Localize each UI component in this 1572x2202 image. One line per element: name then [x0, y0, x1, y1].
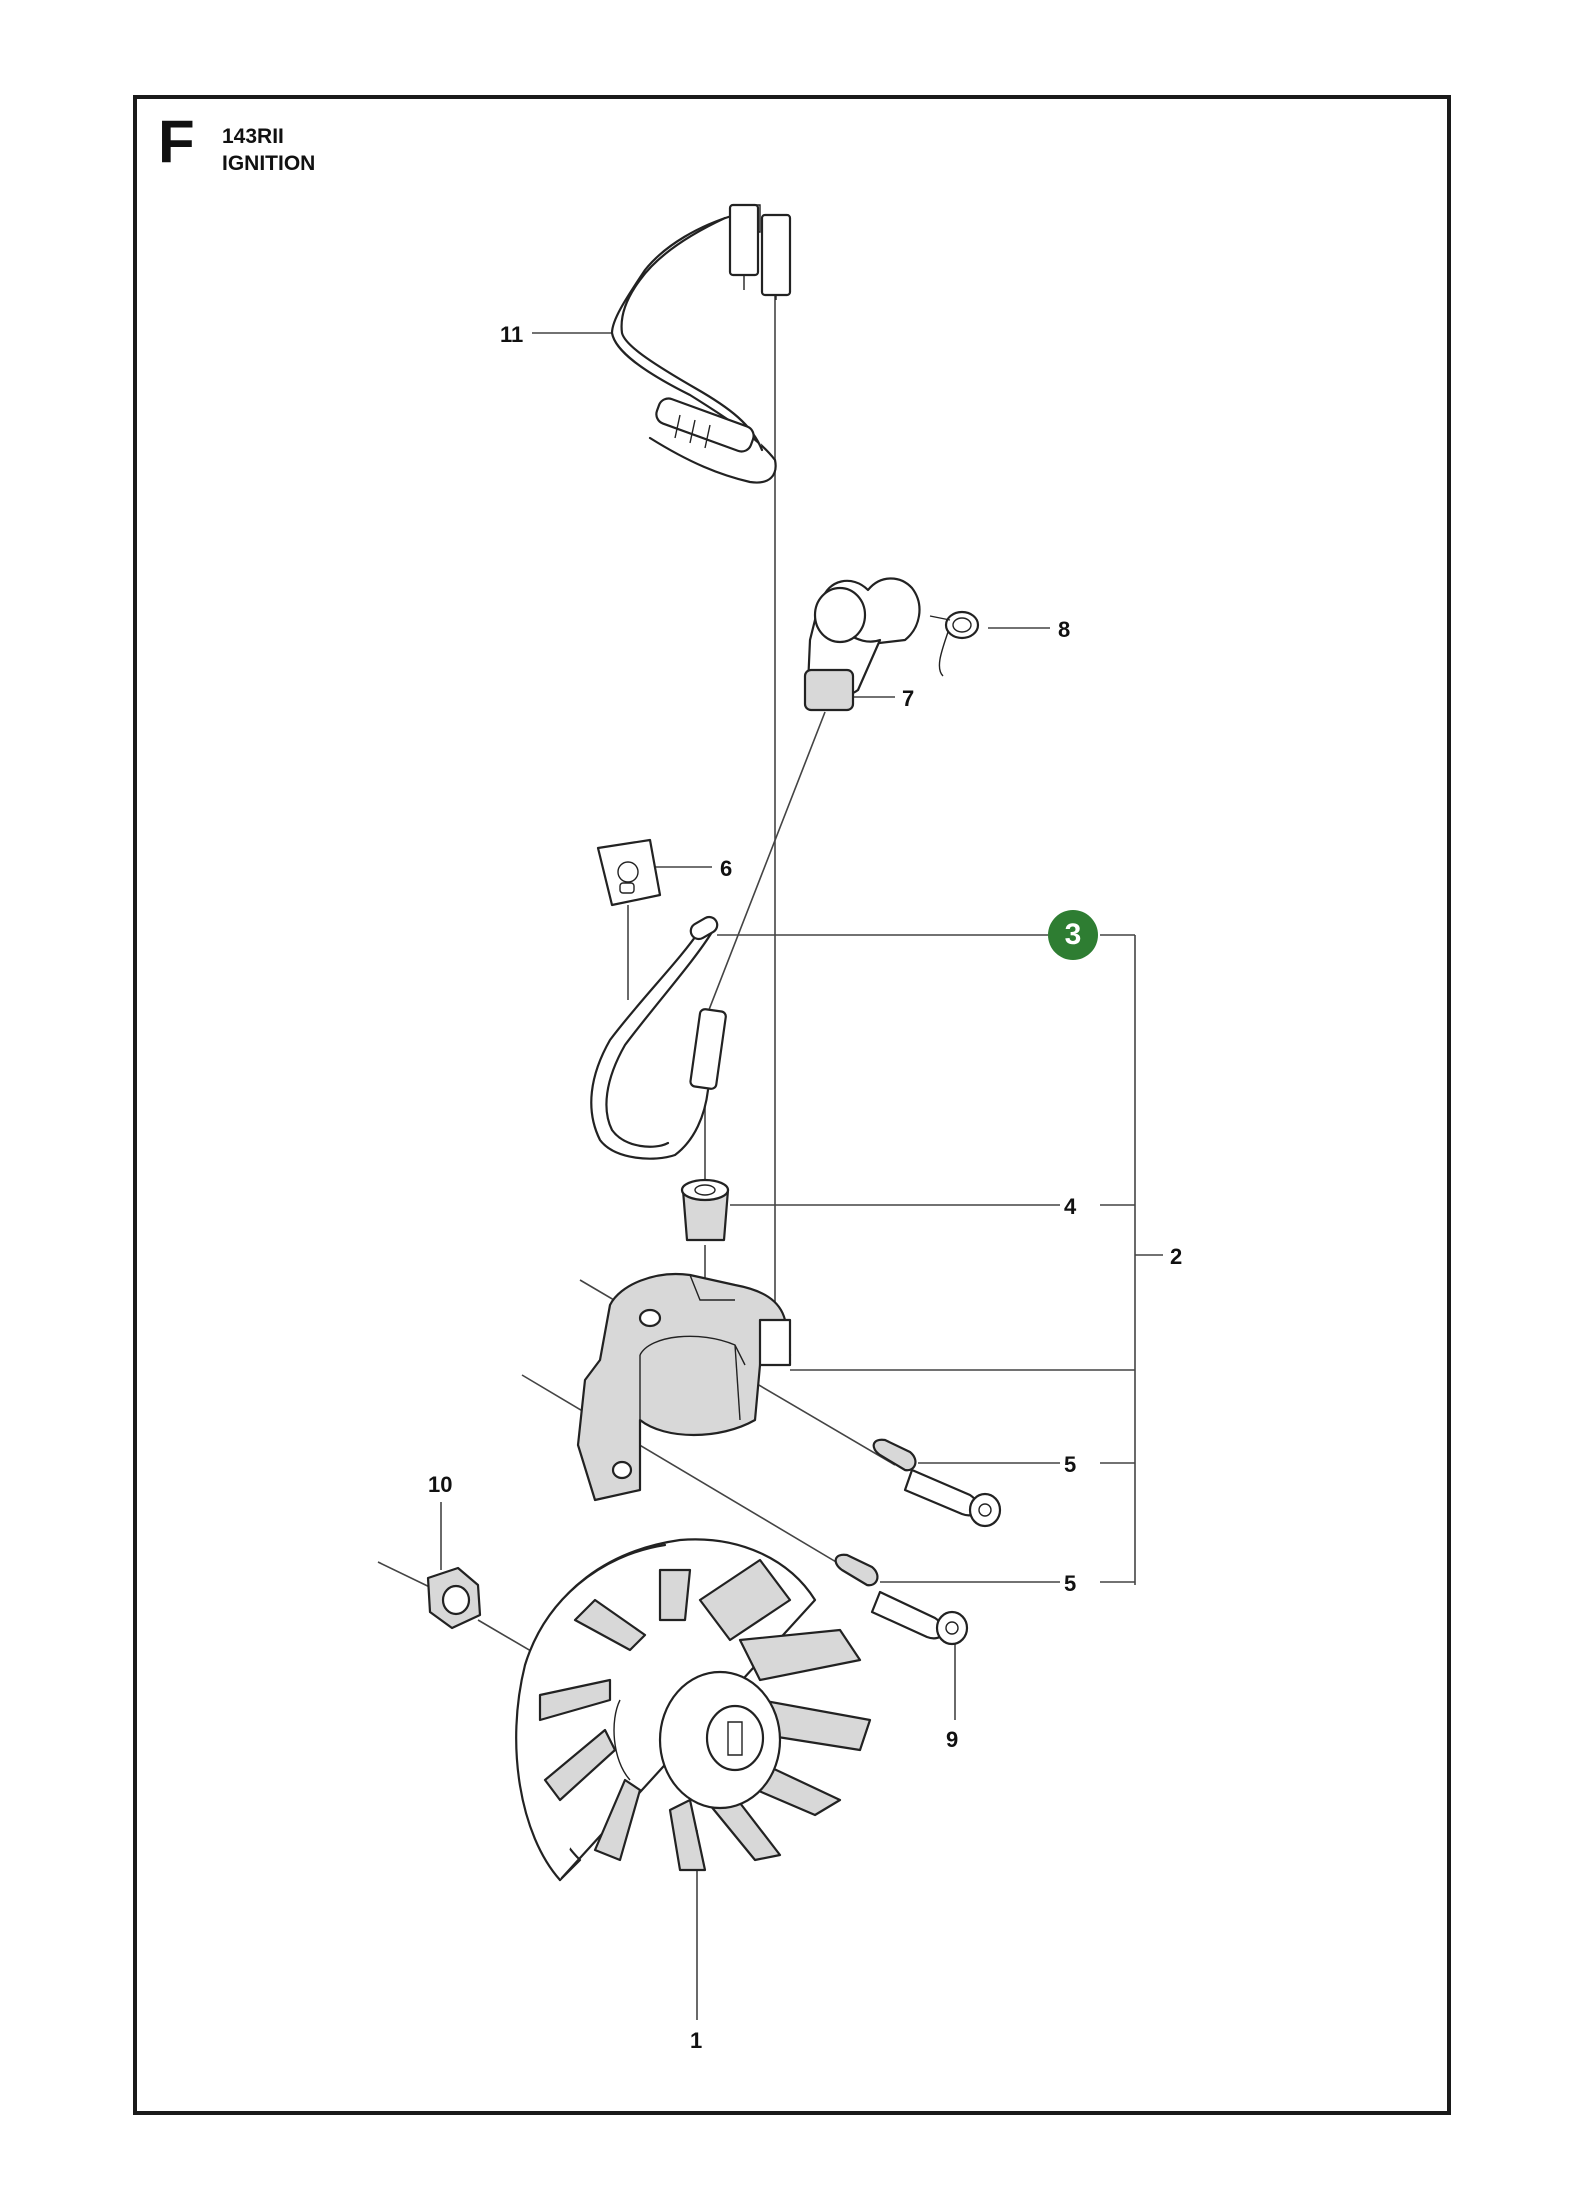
callout-labels: 11 8 7 6 3 4 2 5 10 5 9 1: [428, 322, 1182, 2053]
mounting-screw-upper: [872, 1438, 1002, 1528]
diagram-frame: [133, 95, 1451, 2115]
section-letter: F: [158, 108, 195, 175]
short-circuit-wire: [610, 203, 792, 484]
callout-9: 9: [946, 1727, 958, 1752]
callout-5-upper: 5: [1064, 1452, 1076, 1477]
callout-1: 1: [690, 2028, 702, 2053]
high-tension-lead: [590, 915, 727, 1160]
cable-clamp: [596, 838, 662, 907]
callout-3-badge: [1048, 910, 1098, 960]
ignition-coil: [576, 1272, 792, 1502]
callout-10: 10: [428, 1472, 452, 1497]
section-title: IGNITION: [222, 152, 316, 175]
flywheel-nut: [426, 1566, 482, 1630]
spark-plug-boot: [803, 577, 921, 712]
callout-6: 6: [720, 856, 732, 881]
mounting-screw-lower: [834, 1553, 969, 1646]
callout-8: 8: [1058, 617, 1070, 642]
callout-4: 4: [1064, 1194, 1077, 1219]
model-name: 143RII: [222, 125, 284, 148]
callout-5-lower: 5: [1064, 1571, 1076, 1596]
callout-2: 2: [1170, 1244, 1182, 1269]
spring-clip: [929, 610, 980, 677]
flywheel: [515, 1538, 872, 1882]
callout-11: 11: [500, 322, 523, 347]
grommet: [680, 1178, 730, 1242]
callout-3: 3: [1065, 918, 1082, 951]
callout-7: 7: [902, 686, 914, 711]
